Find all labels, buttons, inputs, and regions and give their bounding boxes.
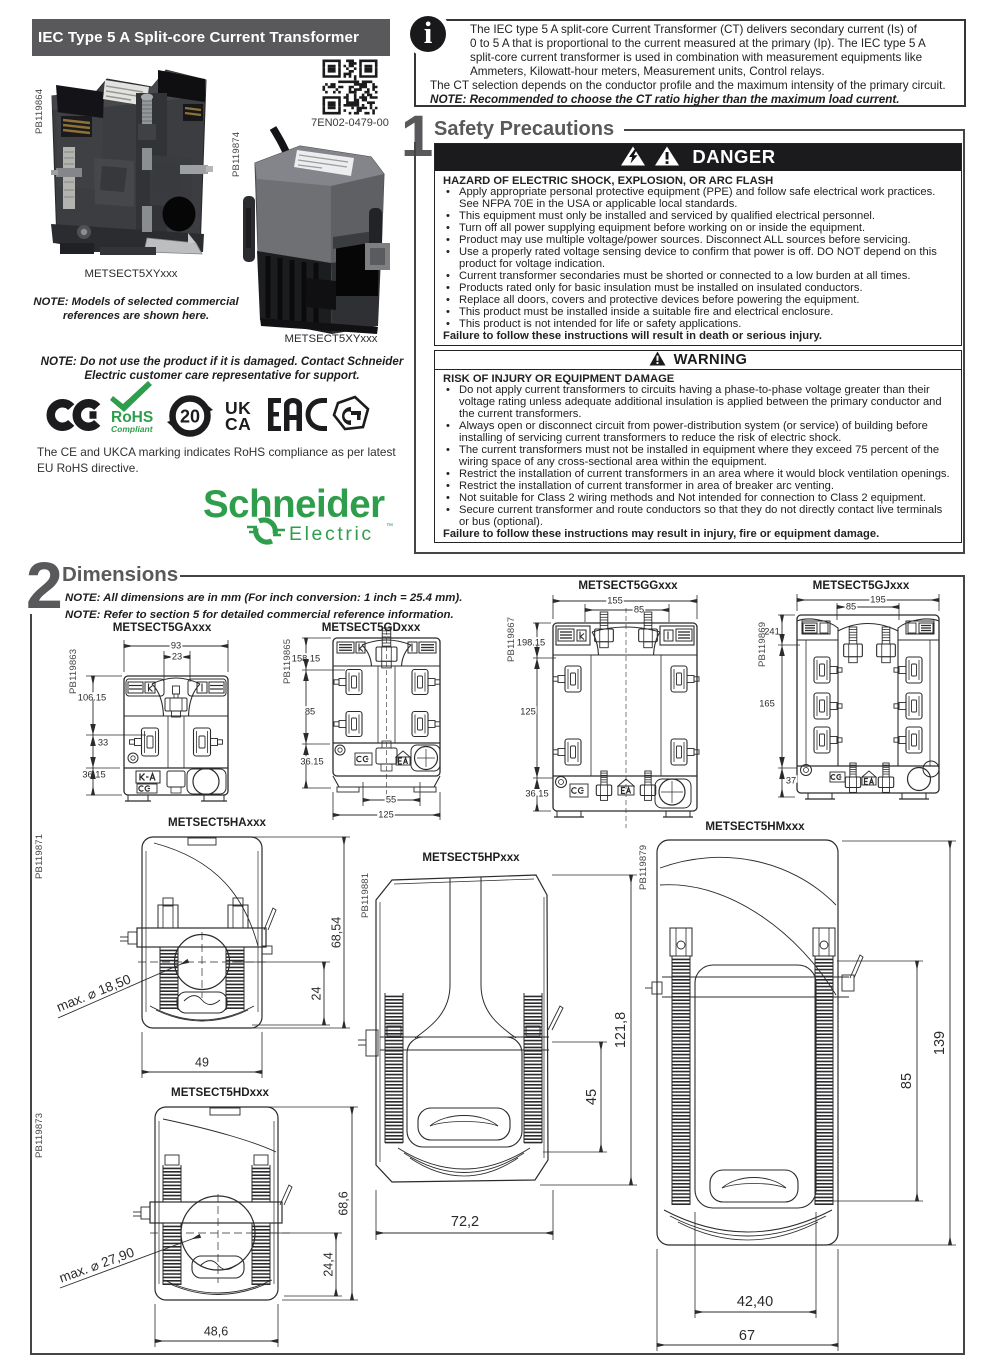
- svg-text:68,54: 68,54: [329, 917, 343, 948]
- svg-text:23: 23: [172, 651, 182, 661]
- svg-text:24,4: 24,4: [321, 1252, 335, 1276]
- svg-text:45: 45: [584, 1089, 600, 1105]
- svg-text:UK: UK: [225, 398, 251, 418]
- svg-text:165: 165: [759, 698, 775, 708]
- svg-text:158.15: 158.15: [292, 653, 320, 663]
- svg-text:48,6: 48,6: [204, 1324, 228, 1338]
- svg-text:55: 55: [386, 794, 396, 804]
- svg-text:125: 125: [520, 706, 536, 716]
- svg-text:37: 37: [786, 775, 796, 785]
- svg-text:68,6: 68,6: [336, 1191, 350, 1215]
- svg-text:67: 67: [739, 1328, 755, 1344]
- svg-text:20: 20: [180, 407, 200, 427]
- svg-text:24: 24: [309, 987, 323, 1001]
- svg-text:125: 125: [378, 809, 394, 819]
- svg-text:198.15: 198.15: [517, 637, 545, 647]
- svg-text:155: 155: [607, 595, 623, 605]
- svg-text:max. ⌀ 18,50: max. ⌀ 18,50: [54, 971, 133, 1014]
- svg-text:36.15: 36.15: [525, 788, 548, 798]
- svg-text:139: 139: [932, 1031, 948, 1055]
- svg-text:36.15: 36.15: [300, 756, 323, 766]
- svg-text:CA: CA: [225, 414, 251, 434]
- svg-text:49: 49: [195, 1055, 209, 1069]
- svg-text:85: 85: [634, 604, 644, 614]
- svg-text:Compliant: Compliant: [111, 424, 154, 434]
- svg-text:max. ⌀ 27,90: max. ⌀ 27,90: [57, 1245, 136, 1286]
- svg-text:33: 33: [98, 737, 108, 747]
- svg-text:121,8: 121,8: [613, 1012, 629, 1048]
- svg-text:85: 85: [899, 1073, 915, 1089]
- svg-text:™: ™: [386, 523, 393, 530]
- svg-text:106.15: 106.15: [78, 692, 106, 702]
- svg-text:93: 93: [171, 640, 181, 650]
- svg-text:Electric: Electric: [289, 523, 374, 545]
- svg-text:RoHS: RoHS: [111, 409, 153, 426]
- svg-text:85: 85: [846, 601, 856, 611]
- svg-text:72,2: 72,2: [451, 1214, 479, 1230]
- svg-text:85: 85: [305, 706, 315, 716]
- svg-text:42,40: 42,40: [737, 1294, 773, 1310]
- svg-text:Schneider: Schneider: [203, 483, 385, 526]
- svg-text:195: 195: [870, 594, 886, 604]
- svg-text:241: 241: [764, 626, 780, 636]
